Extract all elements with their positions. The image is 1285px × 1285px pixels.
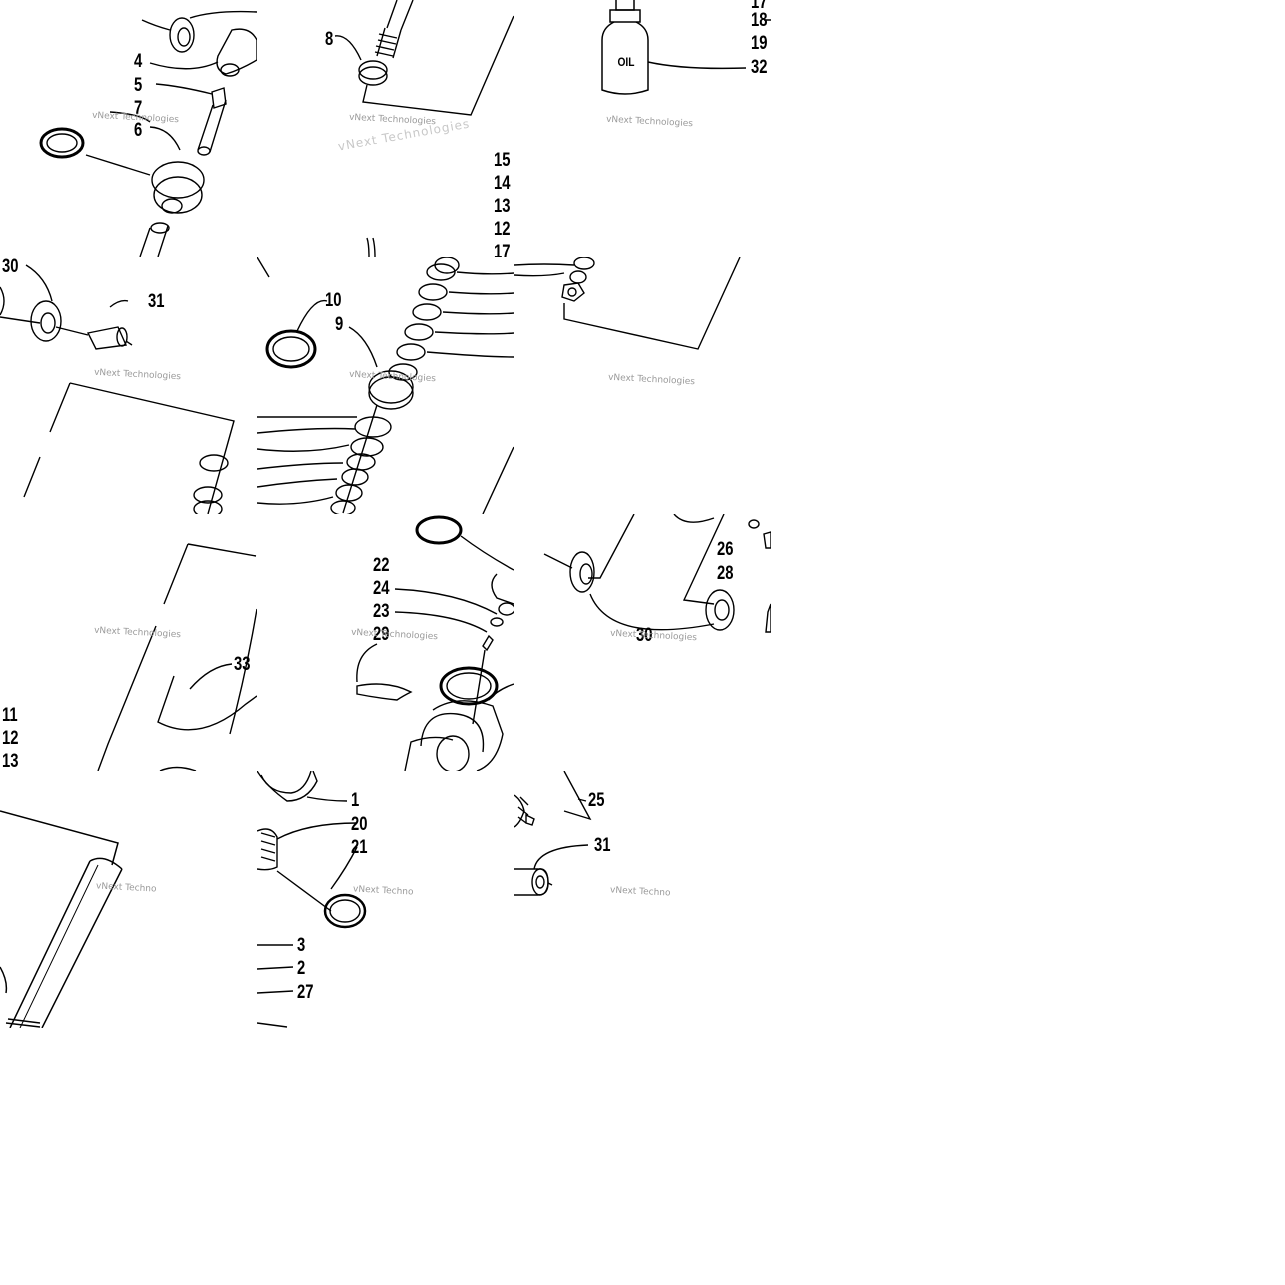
callout-17: 17 xyxy=(751,0,768,13)
bushing-drawing xyxy=(0,264,235,514)
callout-13: 13 xyxy=(494,196,511,217)
diagram-tile-10: vNext Techno xyxy=(0,771,257,1028)
callout-33: 33 xyxy=(234,654,251,675)
callout-26: 26 xyxy=(717,539,734,560)
diagram-tile-5: 10 9 vNext Technologies xyxy=(257,257,514,514)
diagram-tile-7: 14 15 12 13 16 33 11 12 13 vNext Technol… xyxy=(0,514,257,771)
shock-body-tube-drawing xyxy=(0,810,123,1028)
diagram-tile-2: 8 15 14 13 12 17 vNext Technologies vNex… xyxy=(257,0,514,257)
callout-1: 1 xyxy=(351,790,360,811)
callout-27: 27 xyxy=(297,982,314,1003)
callout-17: 17 xyxy=(494,242,511,257)
callout-18: 18 xyxy=(751,10,768,31)
diagram-tile-6: vNext Technologies xyxy=(514,257,771,514)
callout-2: 2 xyxy=(297,958,306,979)
callout-19: 19 xyxy=(751,33,768,54)
oil-bottle-drawing xyxy=(601,0,771,95)
reservoir-cap-drawing xyxy=(356,515,514,771)
callout-10: 10 xyxy=(325,290,342,311)
callout-7: 7 xyxy=(134,98,143,119)
diagram-tile-12: 25 31 vNext Techno xyxy=(514,771,771,1028)
diagram-tile-11: 1 20 21 3 2 27 vNext Techno xyxy=(257,771,514,1028)
callout-28: 28 xyxy=(717,563,734,584)
callout-23: 23 xyxy=(373,601,390,622)
callout-30: 30 xyxy=(2,257,19,277)
callout-11: 11 xyxy=(2,705,18,726)
callout-9: 9 xyxy=(335,314,344,335)
oil-bottle-label: OIL xyxy=(617,55,635,69)
diagram-tile-4: 30 31 vNext Technologies xyxy=(0,257,257,514)
piston-valve-stack-drawing xyxy=(257,257,514,514)
callout-20: 20 xyxy=(351,814,368,835)
callout-25: 25 xyxy=(588,790,605,811)
diagram-tile-8: 22 24 23 29 vNext Technologies xyxy=(257,514,514,771)
callout-3: 3 xyxy=(297,935,306,956)
callout-29: 29 xyxy=(373,624,390,645)
callout-13: 13 xyxy=(2,751,19,771)
diagram-tile-1: 4 5 7 6 vNext Technologies xyxy=(0,0,257,257)
callout-5: 5 xyxy=(134,75,143,96)
callout-15: 15 xyxy=(494,150,511,171)
callout-6: 6 xyxy=(134,120,143,141)
body-sleeve-drawing xyxy=(97,543,257,771)
callout-24: 24 xyxy=(373,578,390,599)
callout-12: 12 xyxy=(494,219,511,240)
seal-head-drawing xyxy=(257,771,367,1028)
callout-31: 31 xyxy=(148,291,165,312)
callout-4: 4 xyxy=(134,51,143,72)
diagram-tile-3: OIL 17 18 19 32 vNext Technologies xyxy=(514,0,771,257)
shock-eye-assembly-drawing xyxy=(39,10,257,257)
hose-fitting-drawing xyxy=(543,514,771,633)
callout-31: 31 xyxy=(594,835,611,856)
callout-12: 12 xyxy=(2,728,19,749)
callout-22: 22 xyxy=(373,555,390,576)
rod-end-drawing xyxy=(334,0,514,257)
callout-32: 32 xyxy=(751,57,768,78)
diagram-tile-9: 26 28 30 vNext Technologies xyxy=(514,514,771,771)
callout-14: 14 xyxy=(494,173,511,194)
callout-30: 30 xyxy=(636,625,653,646)
spacer-tube-drawing xyxy=(514,771,592,896)
callout-21: 21 xyxy=(351,837,368,858)
nut-drawing xyxy=(514,257,741,350)
callout-8: 8 xyxy=(325,29,334,50)
